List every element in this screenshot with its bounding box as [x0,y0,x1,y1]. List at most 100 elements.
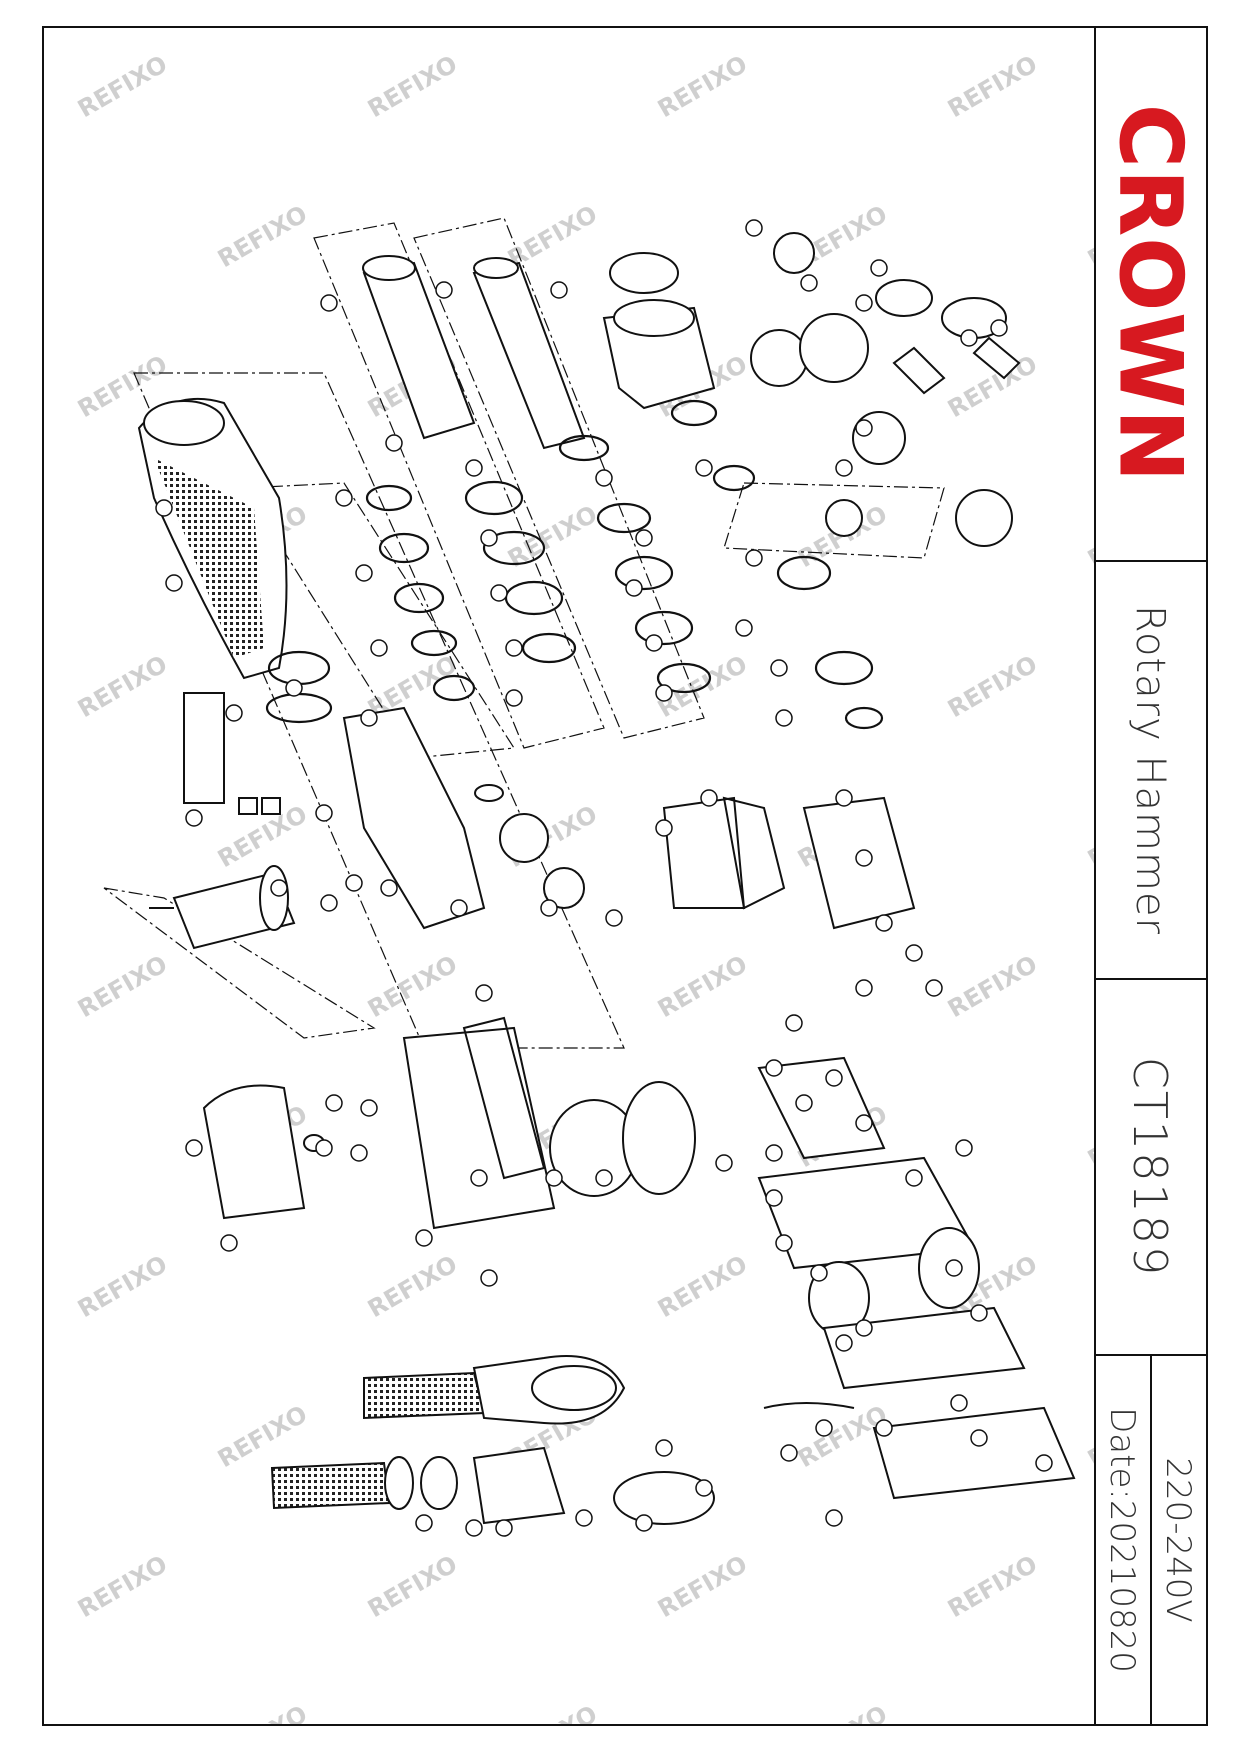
part-callout-marker [370,639,388,657]
part-callout-marker [735,619,753,637]
handle-assembly [757,1056,1076,1500]
part-callout-marker [360,709,378,727]
part-callout-marker [835,1334,853,1352]
part-callout-marker [465,1519,483,1537]
part-callout-marker [855,1319,873,1337]
watermark-text: REFIXO [73,650,172,723]
part-callout-marker [905,944,923,962]
part-callout-marker [855,979,873,997]
rear-cover [202,1084,325,1220]
product-name-cell: Rotary Hammer [1094,562,1206,980]
part-callout-marker [960,329,978,347]
part-callout-marker [320,894,338,912]
part-callout-marker [495,1519,513,1537]
part-callout-marker [185,809,203,827]
part-callout-marker [185,1139,203,1157]
part-callout-marker [545,1169,563,1187]
part-callout-marker [315,1139,333,1157]
part-callout-marker [810,1264,828,1282]
part-callout-marker [905,1169,923,1187]
part-callout-marker [355,564,373,582]
crown-logo: CROWN [1100,104,1201,484]
model-number: CT18189 [1123,1056,1177,1278]
part-callout-marker [550,281,568,299]
part-callout-marker [655,684,673,702]
watermark-text: REFIXO [943,950,1042,1023]
side-handle-lower [270,1446,715,1525]
watermark-text: REFIXO [363,1250,462,1323]
watermark-text: REFIXO [73,1550,172,1623]
watermark-text: REFIXO [73,50,172,123]
guide-box-armature [103,887,376,1039]
part-callout-marker [465,459,483,477]
watermark-text: REFIXO [653,1250,752,1323]
part-callout-marker [415,1229,433,1247]
side-handle-upper [363,1355,626,1425]
part-callout-marker [490,584,508,602]
part-callout-marker [435,281,453,299]
part-callout-marker [225,704,243,722]
part-callout-marker [385,434,403,452]
part-callout-marker [595,1169,613,1187]
watermark-text: REFIXO [213,1400,312,1473]
part-callout-marker [635,1514,653,1532]
part-callout-marker [285,679,303,697]
part-callout-marker [825,1509,843,1527]
part-callout-marker [795,1094,813,1112]
part-callout-marker [715,1154,733,1172]
part-callout-marker [970,1304,988,1322]
title-block: CROWN Rotary Hammer CT18189 Date:2021082… [1094,28,1206,1724]
guide-box-spindle [413,217,705,739]
guide-box-gear-shaft [723,482,945,559]
part-callout-marker [875,914,893,932]
part-callout-marker [870,259,888,277]
part-callout-marker [825,1069,843,1087]
part-callout-marker [625,579,643,597]
part-callout-marker [1035,1454,1053,1472]
watermark-text: REFIXO [653,1550,752,1623]
part-callout-marker [855,849,873,867]
watermark-text: REFIXO [503,200,602,273]
chuck-cap [602,252,716,410]
piston-assembly [875,279,1021,395]
part-callout-marker [785,1014,803,1032]
part-callout-marker [575,1509,593,1527]
guide-box-housing [133,372,625,1049]
part-callout-marker [945,1259,963,1277]
part-callout-marker [605,909,623,927]
part-callout-marker [415,1514,433,1532]
watermark-text: REFIXO [1083,1400,1094,1473]
part-callout-marker [360,1099,378,1117]
part-callout-marker [155,499,173,517]
part-callout-marker [595,469,613,487]
part-callout-marker [950,1394,968,1412]
part-callout-marker [780,1444,798,1462]
part-callout-marker [990,319,1008,337]
part-callout-marker [325,1094,343,1112]
part-callout-marker [855,419,873,437]
watermark-text: REFIXO [793,1700,892,1724]
exploded-view-diagram: REFIXO REFIXO REFIXO REFIXO REFIXO REFIXO REFI… [44,28,1096,1724]
watermark-text: REFIXO [213,200,312,273]
watermark-text: REFIXO [503,500,602,573]
watermark-text: REFIXO [1083,1100,1094,1173]
part-callout-marker [955,1139,973,1157]
voltage-rating: 220-240V [1158,1457,1198,1623]
part-callout-marker [800,274,818,292]
date-voltage-cell: Date:20210820 220-240V [1094,1356,1206,1724]
part-callout-marker [270,879,288,897]
part-callout-marker [745,549,763,567]
part-callout-marker [875,1419,893,1437]
part-callout-marker [745,219,763,237]
part-callout-marker [450,899,468,917]
spindle [472,257,586,450]
part-callout-marker [350,1144,368,1162]
watermark-text: REFIXO [653,950,752,1023]
part-callout-marker [765,1144,783,1162]
watermark-text: REFIXO [653,50,752,123]
cell-divider [1150,1356,1152,1724]
part-callout-marker [320,294,338,312]
watermark-text: REFIXO [213,1700,312,1724]
part-callout-marker [695,459,713,477]
watermark-text: REFIXO [363,50,462,123]
